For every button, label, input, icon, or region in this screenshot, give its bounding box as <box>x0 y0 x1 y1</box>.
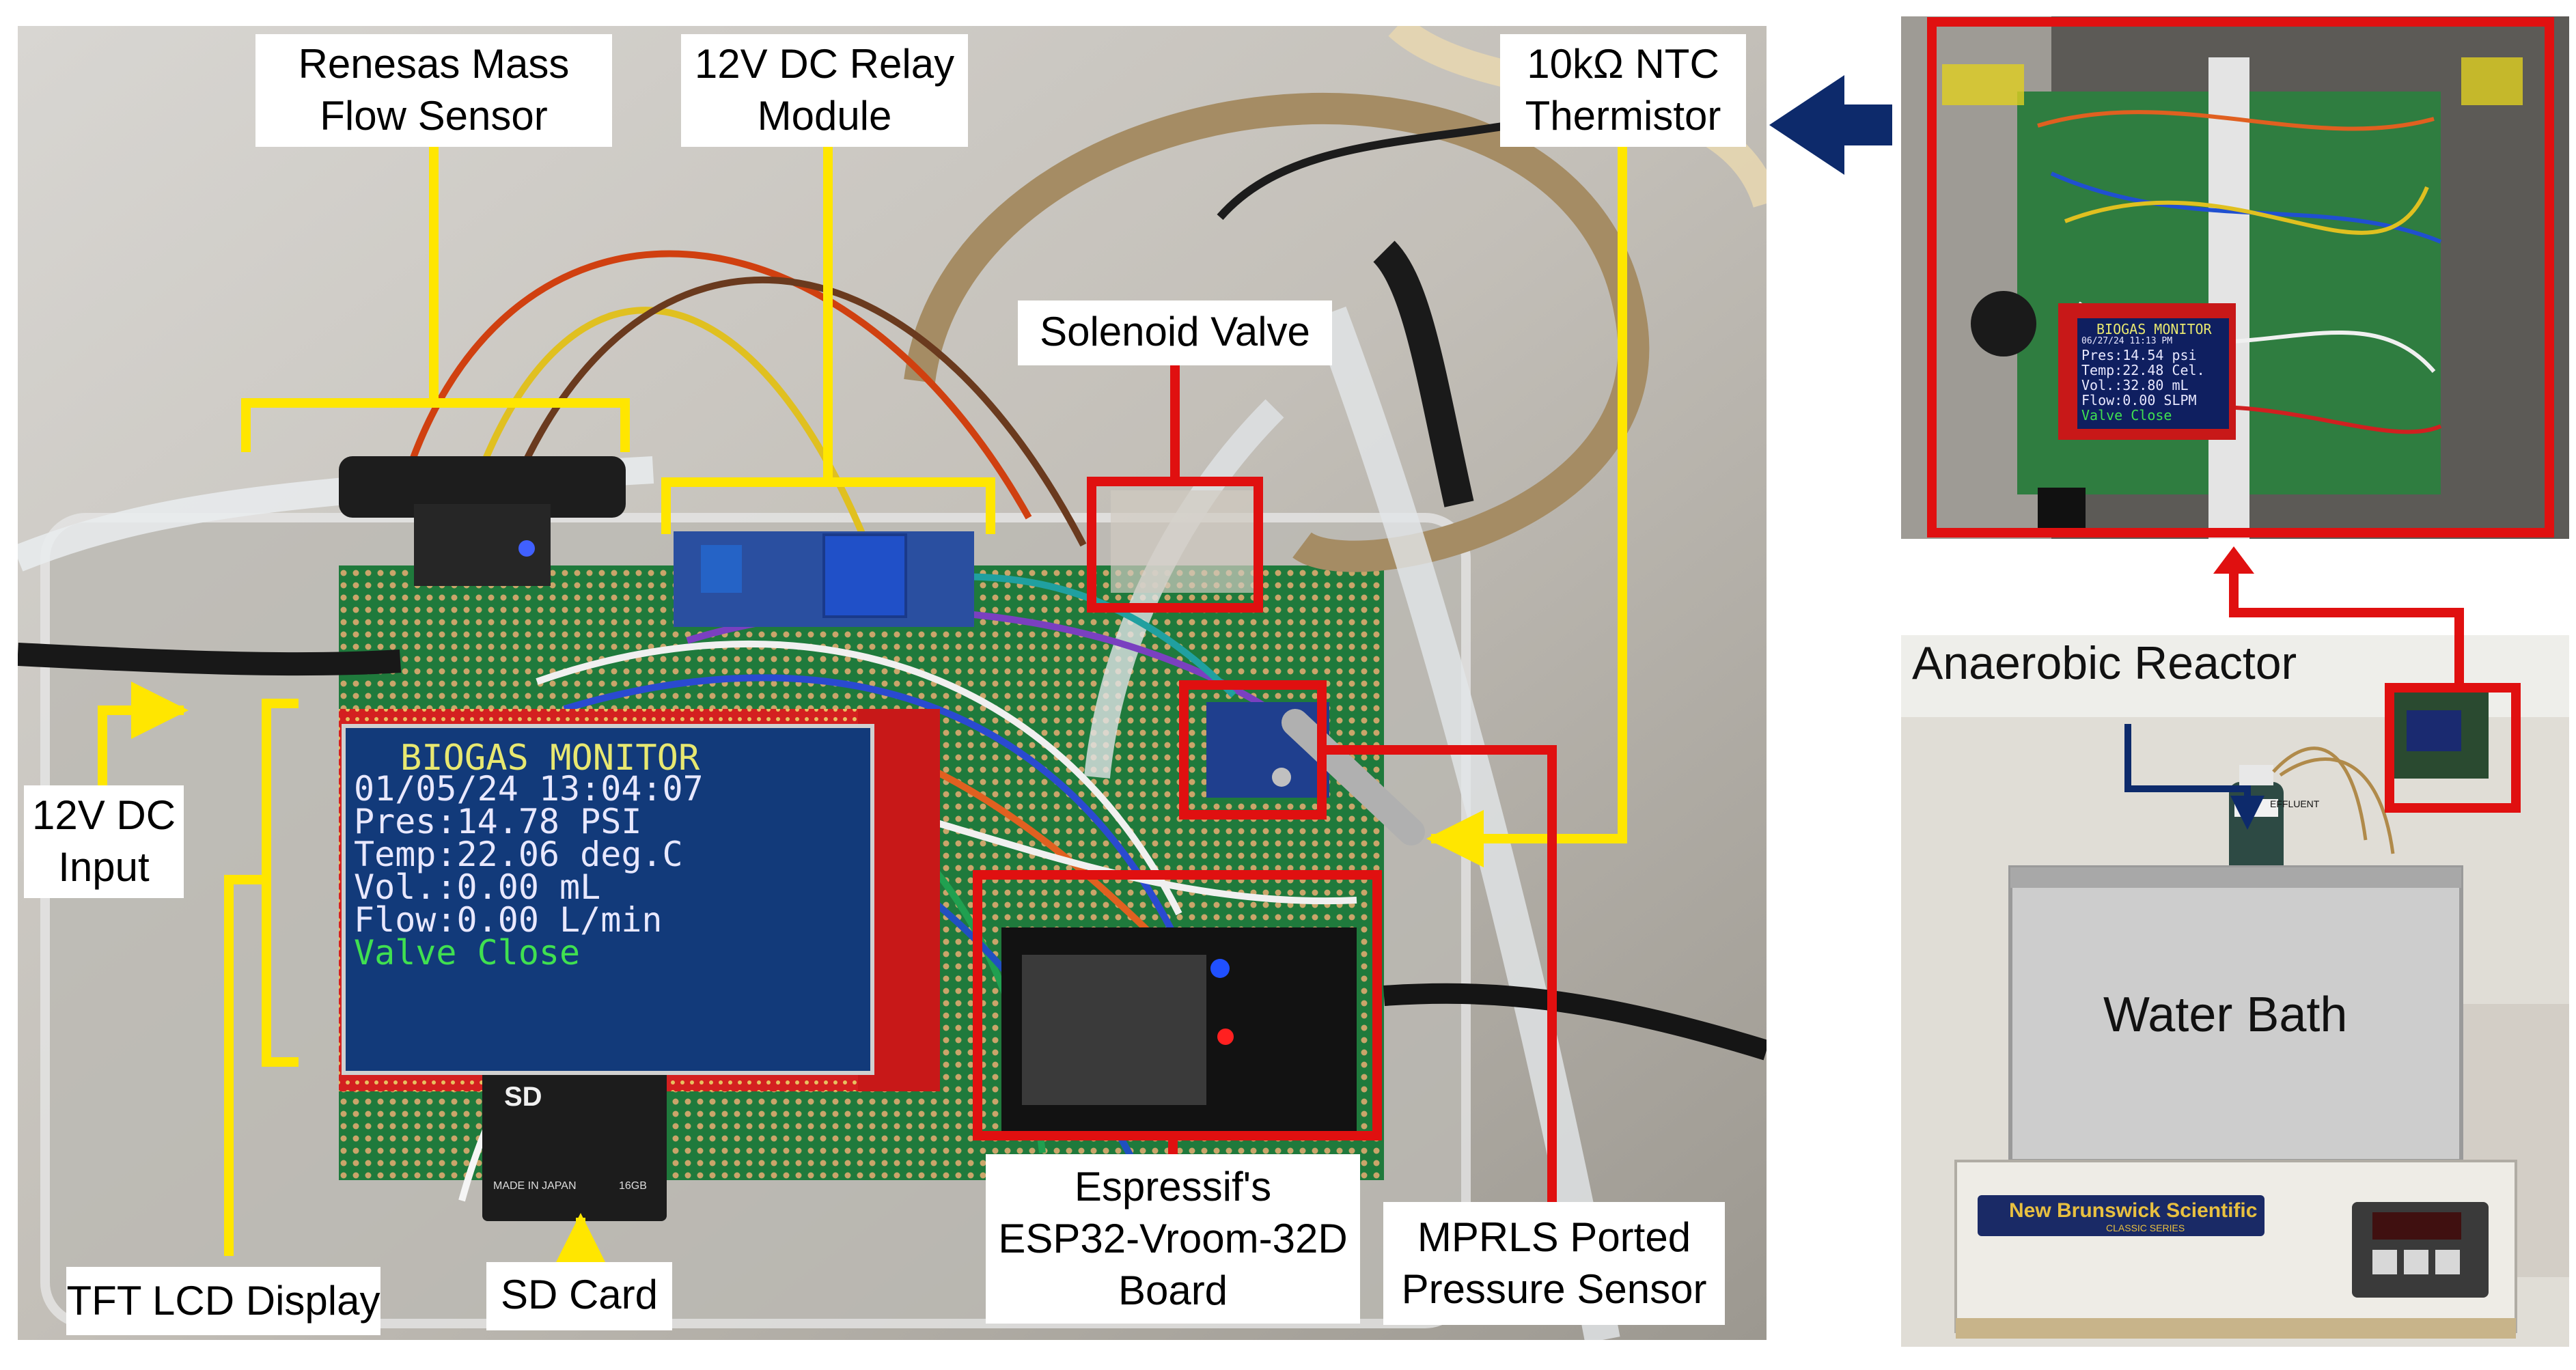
lcd-datetime: 01/05/24 13:04:07 <box>354 769 704 809</box>
brand-series: CLASSIC SERIES <box>2106 1222 2185 1233</box>
mass-flow-bracket <box>241 398 630 452</box>
lcd-flow: Flow:0.00 L/min <box>354 900 663 940</box>
mprls-highlight <box>1179 680 1327 820</box>
sd-brand: SD <box>504 1082 542 1112</box>
sd-card-callout: SD Card <box>486 1262 672 1330</box>
mprls-port <box>1272 768 1291 787</box>
relay-terminal <box>701 545 742 593</box>
mass-flow-sensor-body <box>339 456 626 518</box>
esp32-callout: Espressif's ESP32-Vroom-32D Board <box>986 1154 1360 1324</box>
inset-lcd-line5: Flow:0.00 SLPM <box>2081 392 2197 408</box>
inset-lcd-line6: Valve Close <box>2081 407 2172 423</box>
sd-card-body <box>482 1064 667 1221</box>
tft-screen: BIOGAS MONITOR 01/05/24 13:04:07 Pres:14… <box>342 724 874 1075</box>
thermistor-leader <box>1426 142 1627 867</box>
tft-bracket-lower <box>262 875 299 1067</box>
relay-module-callout: 12V DC Relay Module <box>681 34 968 147</box>
inset-lcd-line3: Temp:22.48 Cel. <box>2081 362 2205 378</box>
thermistor-probe <box>1282 709 1425 845</box>
esp32-red-led <box>1217 1029 1234 1045</box>
brand-plate <box>1978 1195 2265 1236</box>
tan-tube <box>904 92 1650 572</box>
solenoid-valve-callout: Solenoid Valve <box>1018 300 1332 365</box>
lcd-title: BIOGAS MONITOR <box>400 738 700 779</box>
reactor-pointer-arrow <box>2124 724 2265 830</box>
inset-lcd-line4: Vol.:32.80 mL <box>2081 377 2189 393</box>
solenoid-highlight <box>1087 477 1263 613</box>
brand-name: New Brunswick Scientific <box>2009 1199 2258 1222</box>
closeup-frame <box>1927 17 2554 537</box>
inset-closeup-photo: BIOGAS MONITOR 06/27/24 11:13 PM Pres:14… <box>1901 16 2569 539</box>
lcd-temperature: Temp:22.06 deg.C <box>354 835 683 874</box>
water-bath-label: Water Bath <box>2103 988 2348 1042</box>
tft-lcd-callout: TFT LCD Display <box>66 1267 380 1335</box>
shelf-device-highlight <box>2385 683 2521 813</box>
solenoid-body <box>1111 490 1261 593</box>
lcd-volume: Vol.:0.00 mL <box>354 867 601 907</box>
inset-closeup-drawing <box>1901 16 2569 539</box>
sd-origin: MADE IN JAPAN <box>493 1180 577 1192</box>
tft-leader <box>224 699 299 1256</box>
blue-led <box>518 540 535 557</box>
bottle-label: EFFLUENT <box>2270 798 2320 809</box>
inset-lcd-line2: Pres:14.54 psi <box>2081 347 2197 363</box>
inset-lcd-screen: BIOGAS MONITOR 06/27/24 11:13 PM Pres:14… <box>2077 318 2229 429</box>
esp32-highlight <box>973 870 1382 1141</box>
control-display <box>2372 1212 2461 1240</box>
lcd-valve: Valve Close <box>354 933 581 973</box>
esp32-blue-led <box>1210 959 1230 978</box>
mprls-leader <box>1322 745 1557 1202</box>
anaerobic-reactor-label: Anaerobic Reactor <box>1912 637 2297 689</box>
navy-arrow-head <box>1769 75 1844 175</box>
closeup-link-leader <box>2229 567 2464 688</box>
black-tube <box>1372 240 1474 507</box>
closeup-link-arrowhead <box>2213 546 2254 574</box>
inset-lcd-line1: 06/27/24 11:13 PM <box>2081 336 2173 346</box>
relay-bracket <box>661 477 995 534</box>
mprls-sensor-callout: MPRLS Ported Pressure Sensor <box>1383 1202 1725 1325</box>
inset-post <box>2208 57 2249 539</box>
dc-input-leader <box>98 682 189 790</box>
usb-cable <box>1383 983 1767 1061</box>
inset-round-sensor <box>1971 291 2036 357</box>
thermistor-callout: 10kΩ NTC Thermistor <box>1500 34 1746 147</box>
sd-capacity: 16GB <box>619 1180 647 1192</box>
esp32-module <box>1022 955 1206 1105</box>
mass-flow-sensor-callout: Renesas Mass Flow Sensor <box>255 34 612 147</box>
lcd-pressure: Pres:14.78 PSI <box>354 802 642 841</box>
relay-cube <box>822 533 907 618</box>
dc-input-callout: 12V DC Input <box>24 785 184 898</box>
dc-cable <box>18 643 402 676</box>
inset-lcd-title: BIOGAS MONITOR <box>2096 321 2212 337</box>
